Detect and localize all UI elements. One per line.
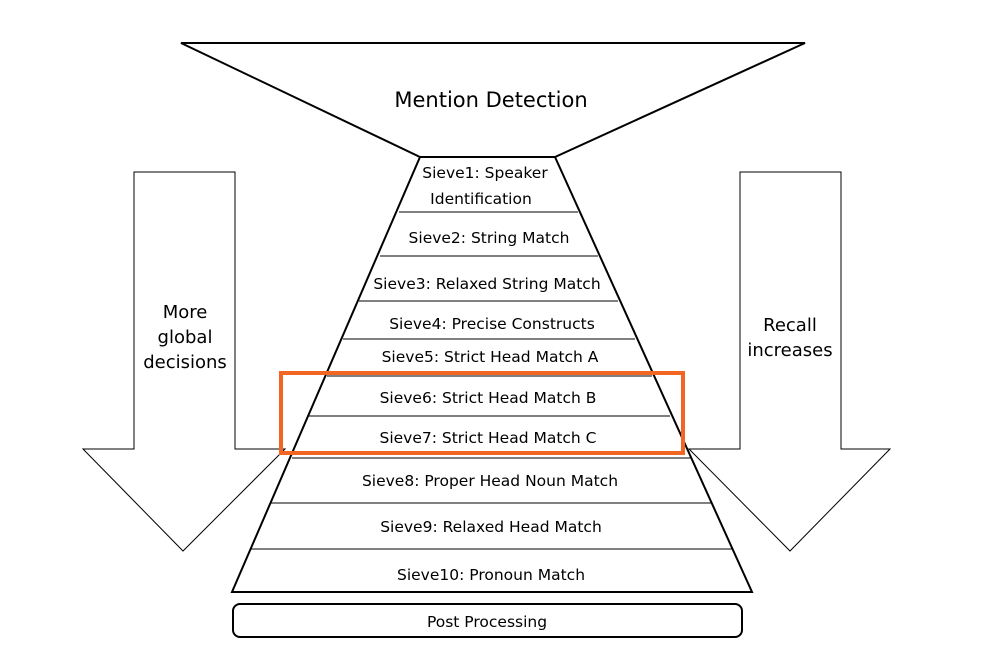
sieve-1-label-line-1: Sieve1: Speaker — [422, 164, 548, 182]
sieve-8-label: Sieve8: Proper Head Noun Match — [362, 472, 618, 490]
right-arrow-line-1: Recall — [763, 315, 817, 336]
sieve-2-label: Sieve2: String Match — [409, 229, 570, 247]
sieve-3-label: Sieve3: Relaxed String Match — [373, 275, 600, 293]
sieve-10-label: Sieve10: Pronoun Match — [397, 566, 585, 584]
sieve-1-label-line-2: Identification — [430, 190, 532, 208]
sieve-9-label: Sieve9: Relaxed Head Match — [380, 518, 602, 536]
left-down-arrow — [81, 171, 287, 552]
right-down-arrow — [687, 171, 892, 552]
highlight-box — [279, 371, 685, 455]
post-processing-label: Post Processing — [427, 613, 547, 631]
mention-detection-label: Mention Detection — [394, 88, 587, 112]
sieve-7-label: Sieve7: Strict Head Match C — [379, 429, 596, 447]
left-arrow-line-1: More — [163, 302, 208, 323]
sieve-5-label: Sieve5: Strict Head Match A — [382, 348, 599, 366]
sieve-4-label: Sieve4: Precise Constructs — [389, 315, 595, 333]
left-arrow-line-3: decisions — [143, 352, 227, 373]
left-arrow-line-2: global — [158, 327, 213, 348]
right-arrow-line-2: increases — [747, 340, 832, 361]
post-processing-box — [232, 603, 743, 638]
sieve-6-label: Sieve6: Strict Head Match B — [380, 389, 597, 407]
